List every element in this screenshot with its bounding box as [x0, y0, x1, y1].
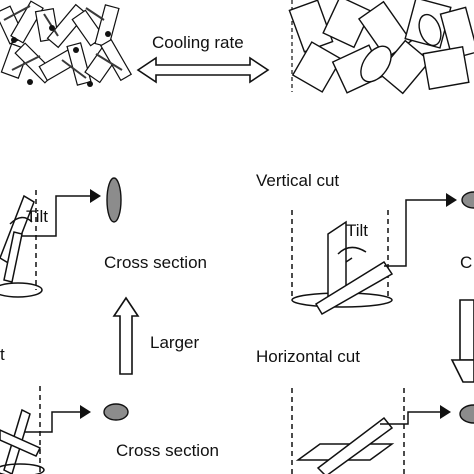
cooling-rate-double-arrow [136, 56, 270, 84]
left-upper-arrowhead [90, 189, 101, 203]
vertical-cut-arrowhead [446, 193, 457, 207]
cross-section-round-ellipse [103, 403, 129, 421]
fine-crystal-sample [0, 0, 133, 92]
right-edge-down-arrow [450, 299, 474, 383]
vertical-cut-crystal-schematic [291, 199, 446, 316]
larger-up-arrow [112, 296, 140, 375]
left-lower-arrowhead [80, 405, 91, 419]
cross-section-label-lower: Cross section [116, 441, 219, 460]
vertical-cut-label: Vertical cut [256, 171, 339, 190]
coarse-crystal-sample [288, 0, 474, 95]
vertical-cut-section-ellipse [461, 191, 474, 209]
right-edge-fragment: C [460, 253, 472, 272]
horizontal-cut-label: Horizontal cut [256, 347, 360, 366]
tilt-label-right: Tilt [346, 221, 368, 240]
cross-section-elongated-ellipse [106, 177, 122, 223]
left-edge-fragment: t [0, 345, 5, 364]
horizontal-cut-section-ellipse [459, 404, 474, 424]
left-upper-crystal-schematic [0, 190, 90, 298]
cross-section-label-upper: Cross section [104, 253, 207, 272]
cooling-rate-label: Cooling rate [152, 33, 244, 52]
left-lower-crystal-schematic [0, 386, 80, 474]
horizontal-cut-arrowhead [440, 405, 451, 419]
horizontal-cut-crystal-schematic [291, 388, 440, 474]
larger-label: Larger [150, 333, 199, 352]
tilt-label-left: Tilt [26, 207, 48, 226]
